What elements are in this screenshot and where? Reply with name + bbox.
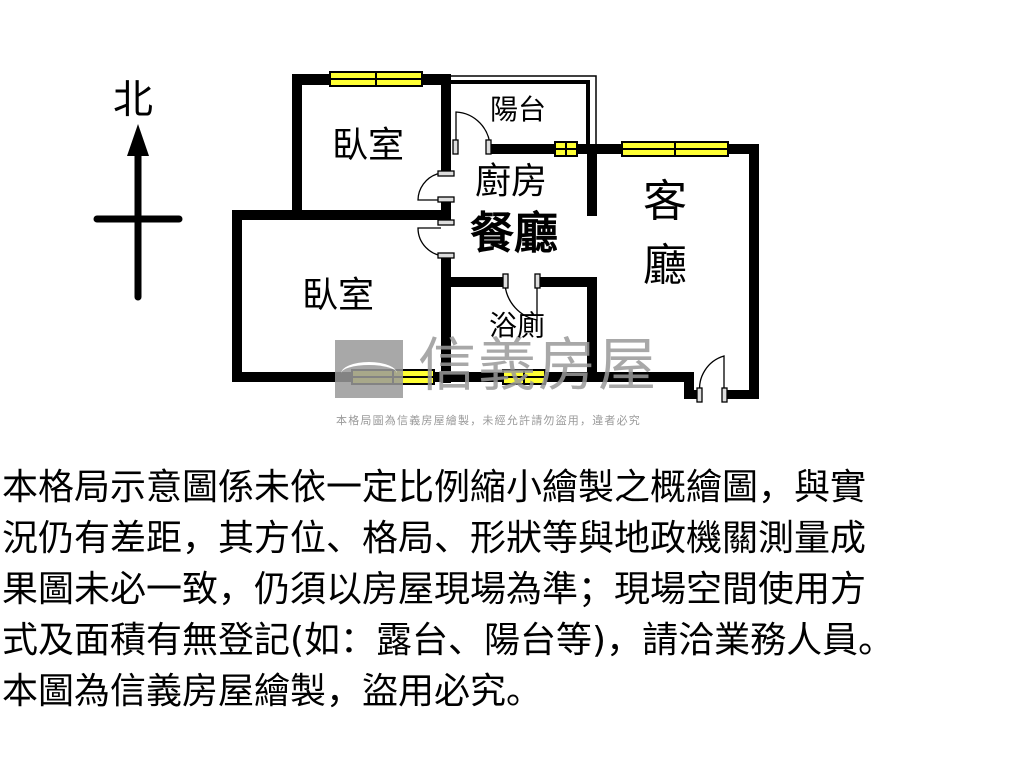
room-label-dining: 餐廳 bbox=[470, 208, 558, 259]
watermark-caption: 本格局圖為信義房屋繪製，未經允許請勿盜用，違者必究 bbox=[336, 414, 641, 427]
window-bathroom bbox=[502, 369, 546, 385]
floor-plan bbox=[93, 71, 759, 403]
disclaimer-line: 況仍有差距，其方位、格局、形狀等與地政機關測量成 bbox=[2, 518, 867, 559]
window-north-bedroom bbox=[329, 71, 423, 87]
disclaimer-line: 果圖未必一致，仍須以房屋現場為準；現場空間使用方 bbox=[2, 569, 867, 610]
door-north-bedroom-icon bbox=[417, 170, 455, 203]
room-label-bedroom-south: 臥室 bbox=[302, 275, 375, 316]
door-south-bedroom-icon bbox=[417, 219, 455, 259]
window-living bbox=[621, 141, 729, 157]
watermark-brand: 信義房屋 bbox=[418, 331, 659, 399]
disclaimer-line: 本圖為信義房屋繪製，盜用必究。 bbox=[2, 671, 543, 712]
disclaimer-text: 本格局示意圖係未依一定比例縮小繪製之概繪圖，與實 況仍有差距，其方位、格局、形狀… bbox=[2, 462, 1022, 717]
room-label-living-2: 廳 bbox=[643, 240, 687, 291]
room-label-kitchen: 廚房 bbox=[475, 161, 548, 202]
balcony-railing bbox=[451, 75, 597, 146]
door-entrance-icon bbox=[696, 355, 728, 403]
door-balcony-icon bbox=[452, 111, 492, 155]
doors bbox=[417, 111, 728, 403]
door-bathroom-icon bbox=[502, 273, 541, 321]
watermark-logo-icon bbox=[335, 340, 403, 398]
disclaimer-line: 式及面積有無登記(如：露台、陽台等)，請洽業務人員。 bbox=[2, 620, 895, 661]
disclaimer-line: 本格局示意圖係未依一定比例縮小繪製之概繪圖，與實 bbox=[2, 467, 867, 508]
room-label-bathroom: 浴廁 bbox=[489, 309, 546, 342]
room-label-bedroom-north: 臥室 bbox=[332, 125, 405, 166]
north-label: 北 bbox=[113, 77, 153, 123]
window-kitchen bbox=[554, 141, 578, 157]
room-label-living-1: 客 bbox=[643, 176, 687, 227]
north-arrow-icon bbox=[93, 124, 183, 301]
room-label-balcony: 陽台 bbox=[490, 93, 547, 126]
